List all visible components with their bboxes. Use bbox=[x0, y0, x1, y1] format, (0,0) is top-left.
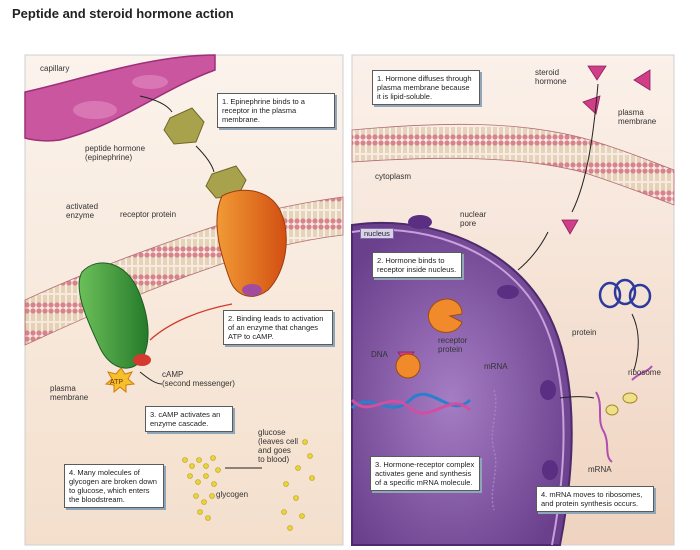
cytoplasm-label: cytoplasm bbox=[375, 172, 412, 181]
protein-label: protein bbox=[572, 328, 597, 337]
right-membrane bbox=[351, 123, 675, 206]
mrna-outside-strand bbox=[595, 391, 613, 463]
nucleus-label: nucleus bbox=[360, 228, 394, 239]
ribosome-shape bbox=[622, 392, 638, 404]
mrna-inside-strand bbox=[491, 389, 497, 511]
right-receptor-protein-label: receptor protein bbox=[438, 336, 468, 354]
nuclear-pore-label: nuclear pore bbox=[460, 210, 487, 228]
left-receptor-protein-label: receptor protein bbox=[120, 210, 177, 219]
right-plasma-membrane-label: plasma membrane bbox=[618, 108, 657, 126]
right-step-4: 4. mRNA moves to ribosomes, and protein … bbox=[536, 486, 654, 512]
left-plasma-membrane-label: plasma membrane bbox=[50, 384, 89, 402]
right-step-3: 3. Hormone-receptor complex activates ge… bbox=[370, 456, 480, 491]
capillary-label: capillary bbox=[40, 64, 70, 73]
receptor-protein-shape bbox=[216, 189, 287, 297]
protein-coil bbox=[598, 278, 652, 309]
left-step-2: 2. Binding leads to activation of an enz… bbox=[223, 310, 333, 345]
mrna-inside-label: mRNA bbox=[484, 362, 508, 371]
steroid-receptor bbox=[427, 298, 463, 333]
camp-label: cAMP (second messenger) bbox=[162, 370, 235, 388]
glucose-label: glucose (leaves cell and goes to blood) bbox=[258, 428, 299, 464]
atp-label: ATP bbox=[110, 379, 124, 386]
hormone-receptor-complex bbox=[395, 353, 421, 379]
enzyme-active-site bbox=[133, 354, 151, 366]
nuclear-pores bbox=[408, 215, 558, 480]
receptor-tail bbox=[242, 284, 262, 296]
left-step-4: 4. Many molecules of glycogen are broken… bbox=[64, 464, 164, 508]
page-title: Peptide and steroid hormone action bbox=[12, 6, 234, 21]
free-glucose bbox=[281, 439, 315, 531]
right-step-1: 1. Hormone diffuses through plasma membr… bbox=[372, 70, 480, 105]
steroid-hormone-label: steroid hormone bbox=[535, 68, 567, 86]
atp-burst bbox=[104, 367, 136, 394]
peptide-hormone-free bbox=[163, 107, 205, 145]
left-step-3: 3. cAMP activates an enzyme cascade. bbox=[145, 406, 233, 432]
peptide-hormone-label: peptide hormone (epinephrine) bbox=[85, 144, 146, 162]
capillary-vessel bbox=[24, 54, 216, 142]
glycogen-chain bbox=[182, 455, 221, 521]
ribosome-label: ribosome bbox=[628, 368, 661, 377]
left-step-1: 1. Epinephrine binds to a receptor in th… bbox=[217, 93, 335, 128]
left-panel bbox=[24, 54, 344, 546]
right-step-2: 2. Hormone binds to receptor inside nucl… bbox=[372, 252, 462, 278]
dna-label: DNA bbox=[371, 350, 388, 359]
mrna-outside-label: mRNA bbox=[588, 465, 612, 474]
glycogen-label: glycogen bbox=[216, 490, 249, 499]
right-panel bbox=[350, 54, 675, 546]
dna-strand-b bbox=[350, 398, 472, 415]
activated-enzyme-label: activated enzyme bbox=[66, 202, 99, 220]
